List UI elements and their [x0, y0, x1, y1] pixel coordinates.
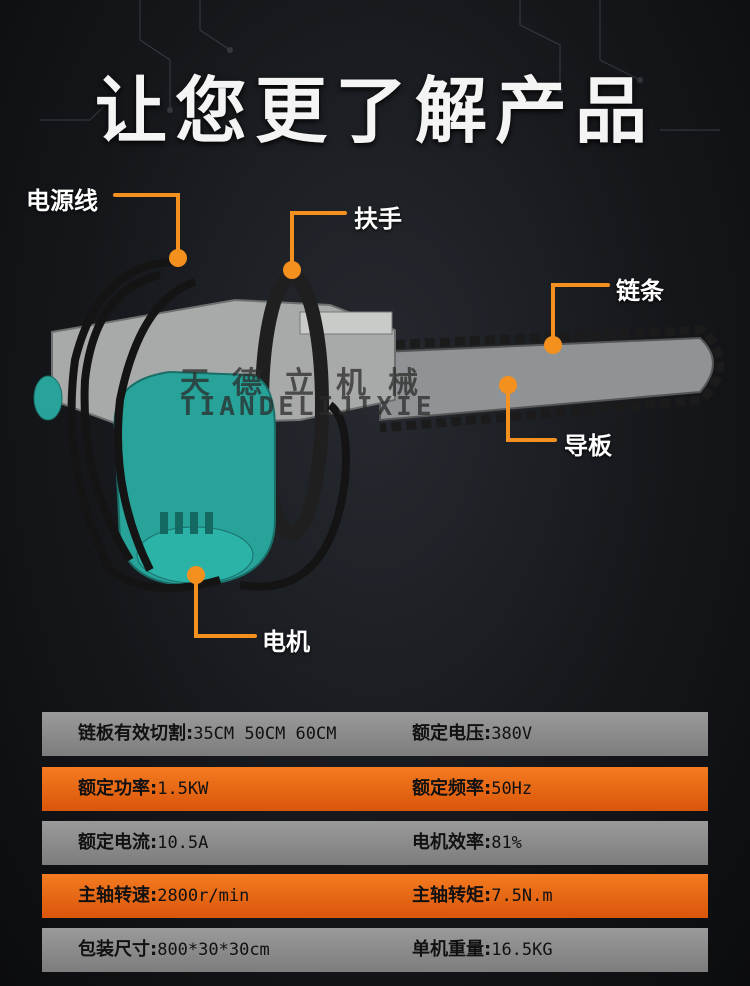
- spec-value: 7.5N.m: [491, 886, 553, 906]
- callout-chain: 链条: [616, 277, 664, 305]
- spec-value: 50Hz: [491, 779, 533, 799]
- spec-value: 35CM 50CM 60CM: [193, 724, 337, 744]
- spec-key: 额定电压:: [412, 723, 492, 744]
- spec-row: 主轴转速:2800r/min 主轴转矩:7.5N.m: [42, 874, 708, 918]
- spec-key: 包装尺寸:: [78, 939, 158, 960]
- callout-motor: 电机: [262, 628, 310, 656]
- spec-row: 链板有效切割:35CM 50CM 60CM 额定电压:380V: [42, 712, 708, 756]
- spec-key: 单机重量:: [412, 939, 492, 960]
- spec-value: 1.5KW: [157, 779, 209, 799]
- spec-value: 81%: [491, 833, 522, 853]
- spec-row: 包装尺寸:800*30*30cm 单机重量:16.5KG: [42, 928, 708, 972]
- callout-guide-bar: 导板: [564, 432, 612, 460]
- page-title: 让您更了解产品: [94, 69, 655, 153]
- watermark-en: TIANDELIJIXIE: [180, 392, 436, 422]
- spec-row: 额定电流:10.5A 电机效率:81%: [42, 821, 708, 865]
- guide-bar-shape: [379, 336, 714, 422]
- spec-key: 电机效率:: [412, 832, 492, 853]
- callout-power-cord: 电源线: [26, 187, 98, 215]
- spec-value: 800*30*30cm: [157, 940, 270, 960]
- motor-shape: [113, 370, 276, 587]
- spec-value: 380V: [491, 724, 533, 744]
- spec-row: 额定功率:1.5KW 额定频率:50Hz: [42, 767, 708, 811]
- watermark-cn: 天德立机械: [180, 366, 440, 401]
- spec-key: 额定频率:: [412, 778, 492, 799]
- spec-key: 主轴转矩:: [412, 885, 492, 906]
- spec-value: 10.5A: [157, 833, 209, 853]
- chain-shape: [379, 325, 725, 433]
- spec-key: 额定电流:: [78, 832, 158, 853]
- spec-value: 16.5KG: [491, 940, 553, 960]
- power-cord-shape: [67, 257, 222, 592]
- spec-key: 主轴转速:: [78, 885, 158, 906]
- callout-handle: 扶手: [354, 205, 402, 233]
- chainsaw-illustration: [33, 193, 725, 638]
- circuit-decoration: [40, 0, 720, 131]
- spec-value: 2800r/min: [157, 886, 250, 906]
- spec-key: 链板有效切割:: [78, 723, 194, 744]
- spec-key: 额定功率:: [78, 778, 158, 799]
